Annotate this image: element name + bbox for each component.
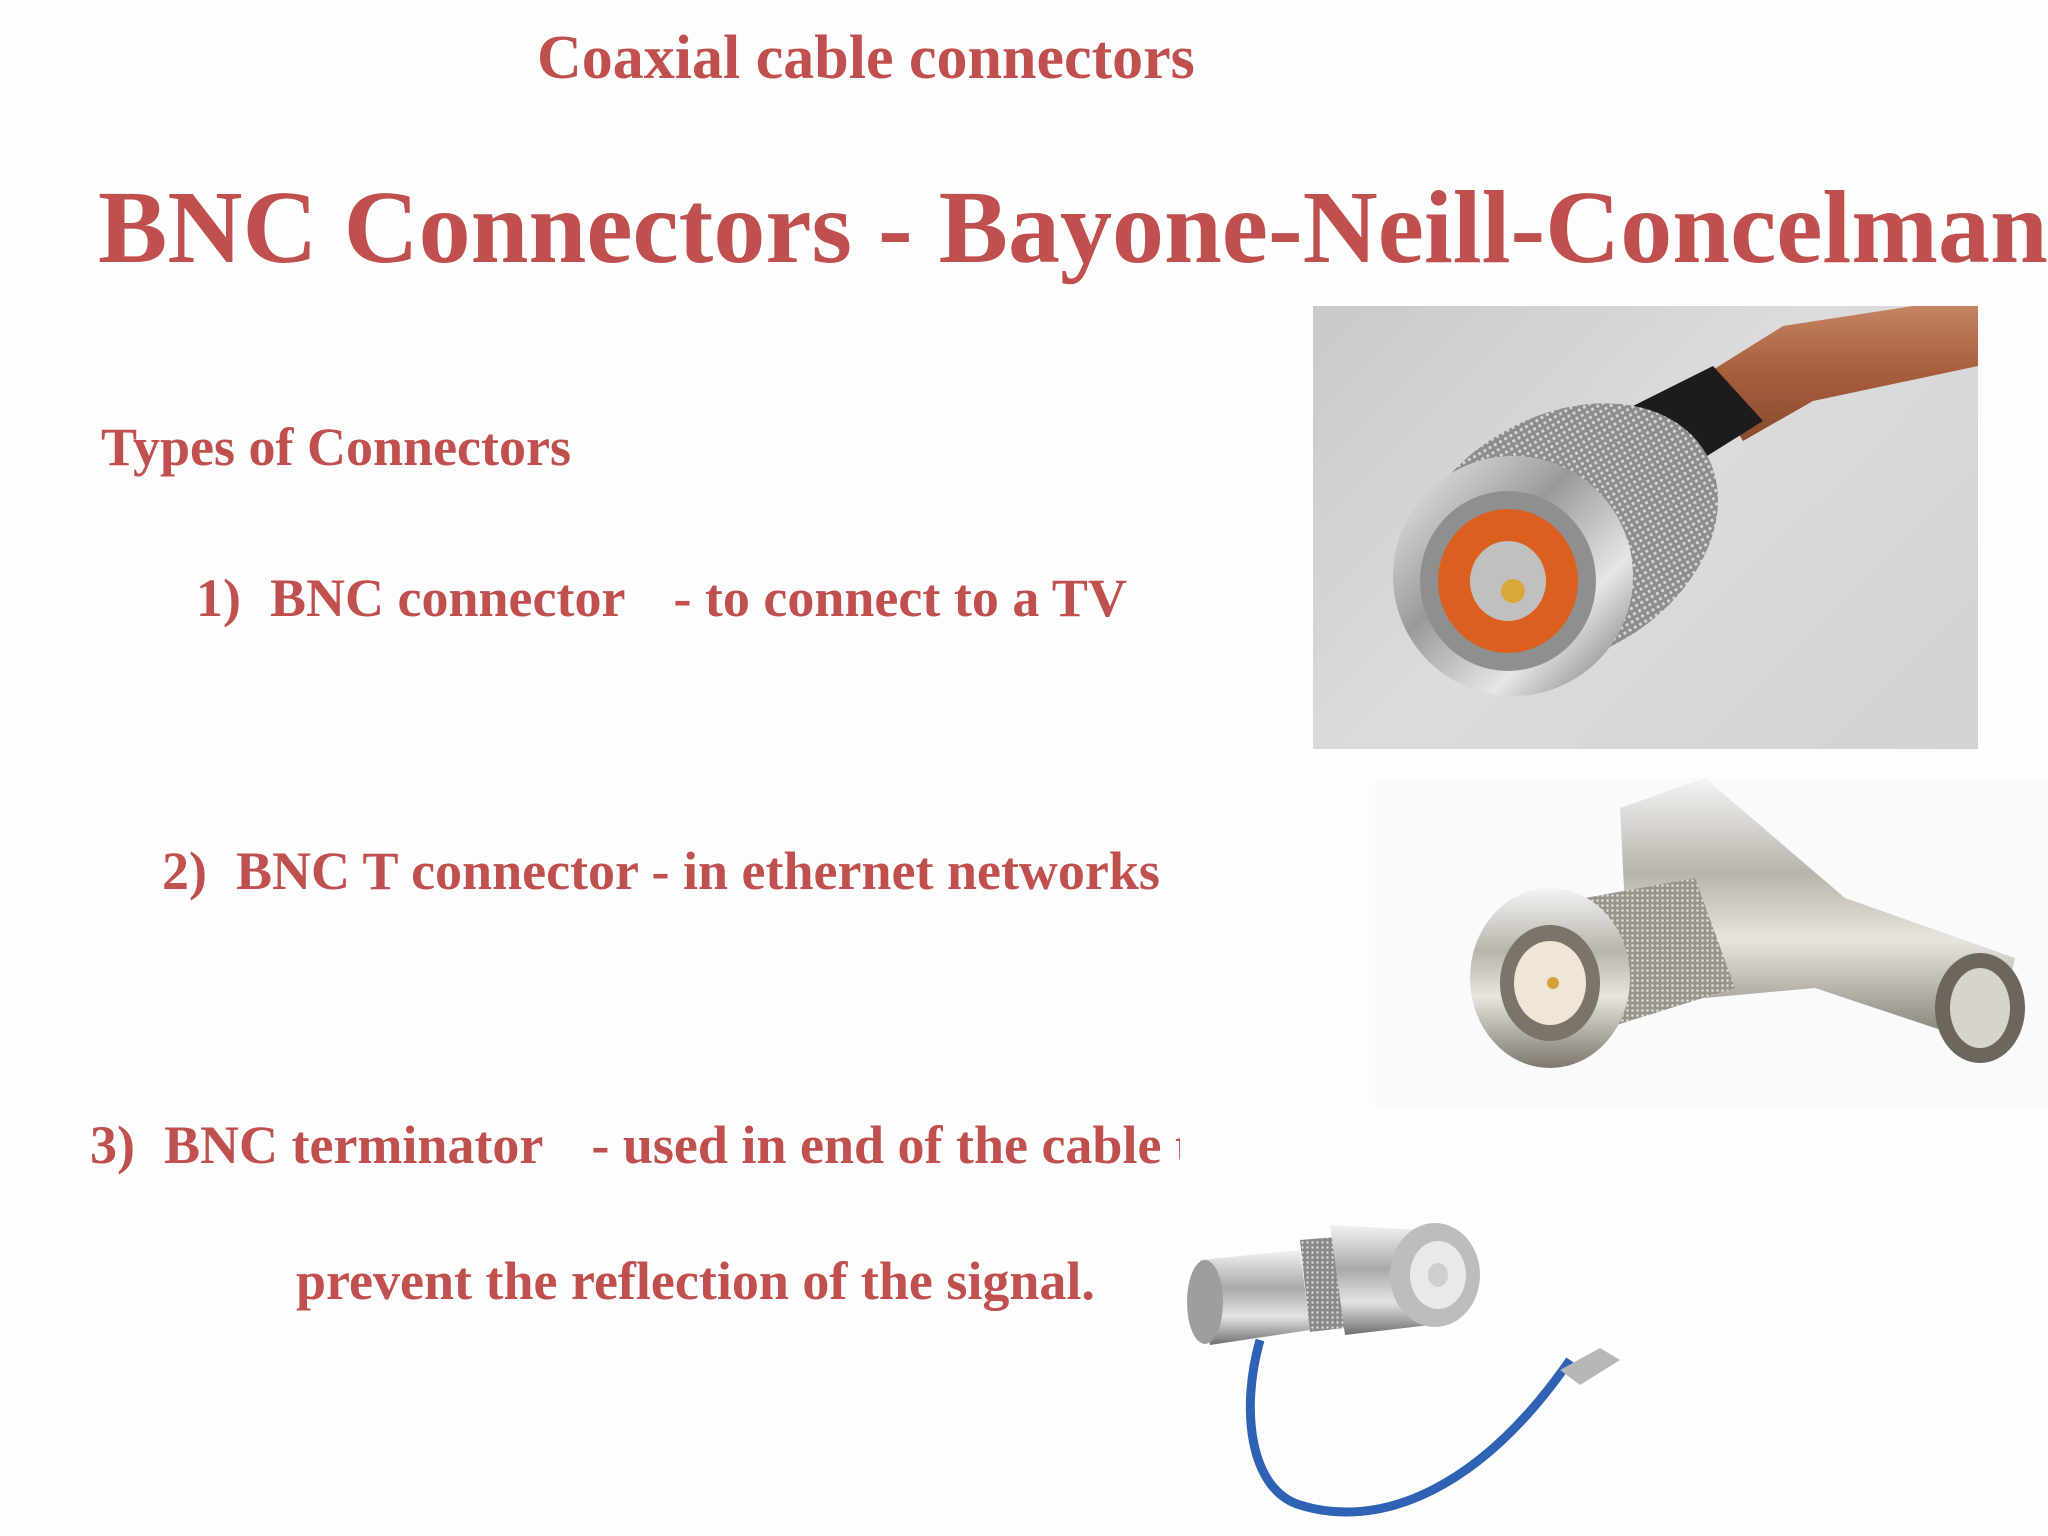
- item-description: - to connect to a TV: [673, 568, 1127, 628]
- slide-subtitle: Coaxial cable connectors: [537, 24, 1195, 92]
- item-name: BNC T connector: [236, 841, 639, 901]
- item-description: - used in end of the cable to: [591, 1115, 1195, 1175]
- bnc-t-connector-photo: [1375, 778, 2048, 1108]
- n-type-connector-photo: [1313, 306, 1978, 749]
- section-heading: Types of Connectors: [101, 417, 571, 477]
- list-item-bnc-terminator: 3) BNC terminator - used in end of the cab…: [90, 1110, 1195, 1180]
- item-name: BNC terminator: [164, 1115, 544, 1175]
- item-description-continuation: prevent the reflection of the signal.: [296, 1251, 1095, 1311]
- list-item-bnc-connector: 1) BNC connector - to connect to a TV: [196, 563, 1127, 633]
- item-number: 1): [196, 568, 241, 628]
- list-item-bnc-t-connector: 2) BNC T connector - in ethernet networks: [162, 836, 1160, 906]
- slide-title: BNC Connectors - Bayone-Neill-Concelman: [98, 170, 2048, 285]
- item-description: - in ethernet networks: [651, 841, 1160, 901]
- item-number: 2): [162, 841, 207, 901]
- item-name: BNC connector: [270, 568, 626, 628]
- item-number: 3): [90, 1115, 135, 1175]
- bnc-terminator-photo: [1180, 1110, 1700, 1536]
